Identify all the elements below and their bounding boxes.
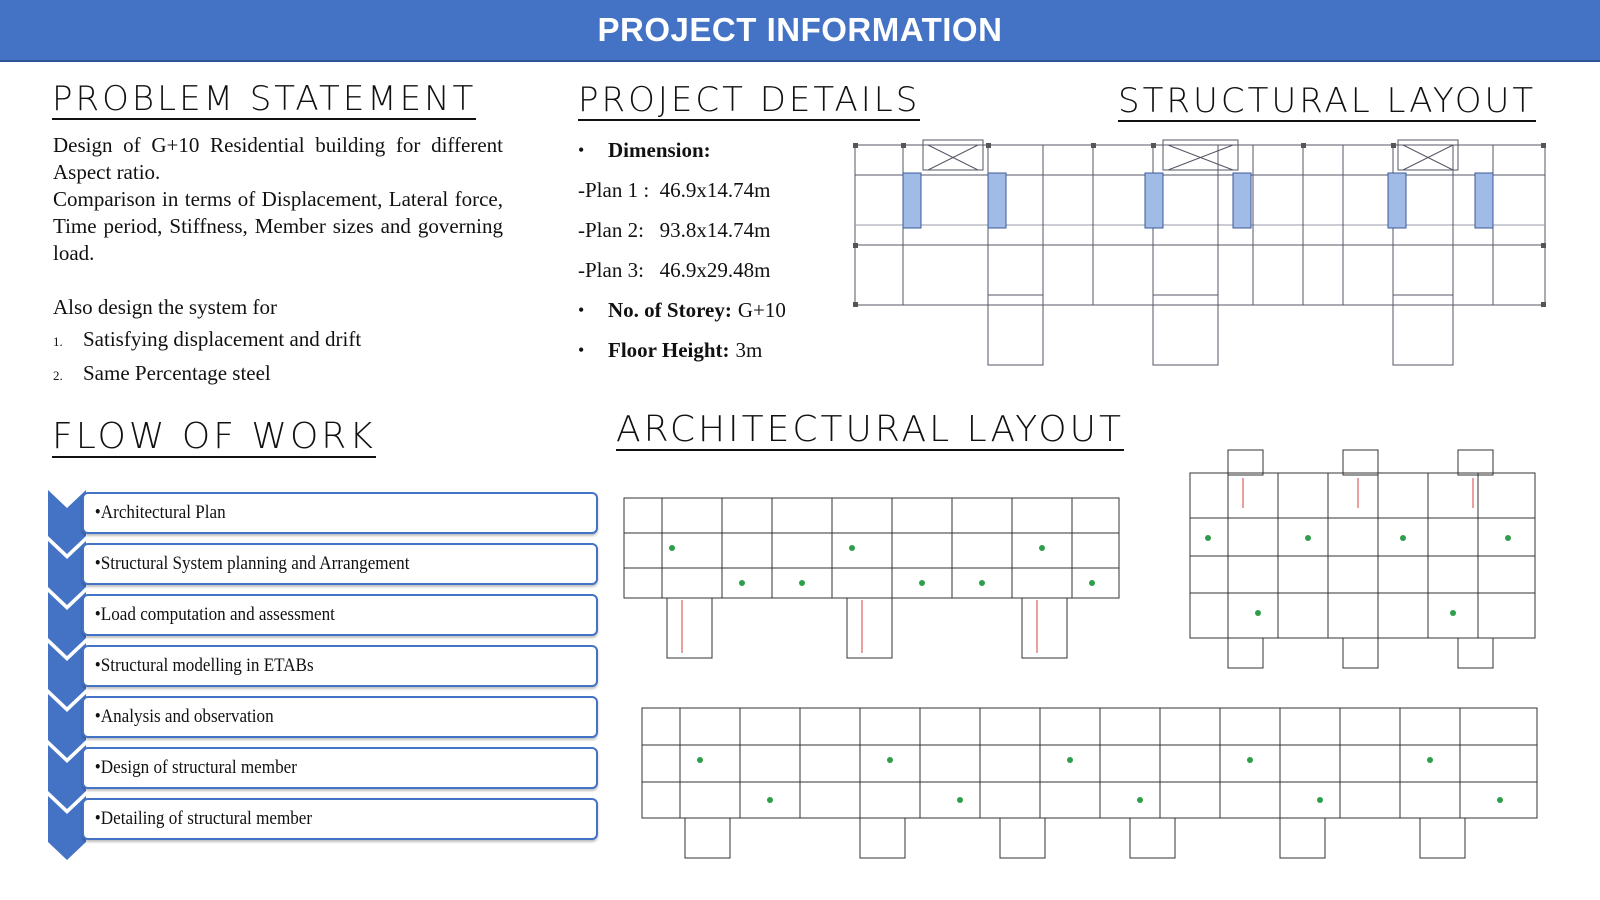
chevron-down-icon bbox=[48, 745, 86, 809]
flow-step-label: •Design of structural member bbox=[94, 757, 297, 778]
floor-height-row: • Floor Height: 3m bbox=[578, 330, 878, 370]
problem-paragraph-2: Comparison in terms of Displacement, Lat… bbox=[53, 187, 503, 265]
plan-3-row: -Plan 3: 46.9x29.48m bbox=[578, 257, 771, 282]
flow-step-label: •Load computation and assessment bbox=[94, 604, 335, 625]
list-item: 1. Satisfying displacement and drift bbox=[53, 327, 503, 361]
structural-layout-drawing bbox=[853, 139, 1546, 366]
architectural-plan-2-drawing bbox=[641, 707, 1538, 859]
project-details-heading: PROJECT DETAILS bbox=[578, 80, 921, 121]
flow-step-label: •Detailing of structural member bbox=[94, 808, 313, 829]
problem-also-text: Also design the system for bbox=[53, 295, 277, 319]
list-text: Satisfying displacement and drift bbox=[83, 327, 362, 351]
problem-statement-heading: PROBLEM STATEMENT bbox=[52, 79, 477, 120]
flow-step-label: •Analysis and observation bbox=[94, 706, 274, 727]
plan-1-row: -Plan 1 : 46.9x14.74m bbox=[578, 177, 771, 202]
floor-height-value: 3m bbox=[735, 337, 763, 362]
architectural-layout-heading: ARCHITECTURAL LAYOUT bbox=[616, 409, 1124, 451]
problem-paragraph-1: Design of G+10 Residential building for … bbox=[53, 133, 503, 184]
floor-height-label: Floor Height: bbox=[608, 337, 730, 362]
bullet: • bbox=[578, 299, 585, 320]
bullet: • bbox=[578, 339, 585, 360]
problem-statement-text: Design of G+10 Residential building for … bbox=[53, 132, 503, 321]
flow-step-label: •Architectural Plan bbox=[94, 502, 226, 523]
chevron-down-icon bbox=[48, 694, 86, 758]
flow-step-6: •Design of structural member bbox=[82, 747, 598, 789]
flow-of-work-chart: •Architectural Plan •Structural System p… bbox=[48, 490, 598, 860]
flow-step-label: •Structural modelling in ETABs bbox=[94, 655, 314, 676]
flow-step-1: •Architectural Plan bbox=[82, 492, 598, 534]
list-item: 2. Same Percentage steel bbox=[53, 361, 503, 395]
chevron-down-icon bbox=[48, 643, 86, 707]
structural-layout-heading: STRUCTURAL LAYOUT bbox=[1118, 81, 1537, 122]
chevron-down-icon bbox=[48, 490, 86, 554]
architectural-plan-1-drawing bbox=[623, 497, 1120, 659]
page-title: PROJECT INFORMATION bbox=[597, 11, 1003, 48]
project-details-list: • Dimension: -Plan 1 : 46.9x14.74m -Plan… bbox=[578, 130, 878, 370]
flow-of-work-heading: FLOW OF WORK bbox=[52, 416, 376, 458]
chevron-down-icon bbox=[48, 592, 86, 656]
dimension-label: Dimension: bbox=[608, 137, 711, 162]
plan-2-row: -Plan 2: 93.8x14.74m bbox=[578, 217, 771, 242]
flow-step-7: •Detailing of structural member bbox=[82, 798, 598, 840]
chevron-down-icon bbox=[48, 796, 86, 860]
bullet: • bbox=[578, 139, 585, 160]
flow-step-label: •Structural System planning and Arrangem… bbox=[94, 553, 410, 574]
storey-row: • No. of Storey: G+10 bbox=[578, 290, 878, 330]
chevron-down-icon bbox=[48, 541, 86, 605]
architectural-plan-3-drawing bbox=[1189, 449, 1536, 669]
dimension-row: • Dimension: bbox=[578, 130, 878, 170]
list-number: 1. bbox=[53, 334, 63, 349]
flow-step-5: •Analysis and observation bbox=[82, 696, 598, 738]
flow-step-3: •Load computation and assessment bbox=[82, 594, 598, 636]
flow-step-4: •Structural modelling in ETABs bbox=[82, 645, 598, 687]
list-text: Same Percentage steel bbox=[83, 361, 271, 385]
title-banner: PROJECT INFORMATION bbox=[0, 0, 1600, 62]
list-number: 2. bbox=[53, 368, 63, 383]
problem-requirements-list: 1. Satisfying displacement and drift 2. … bbox=[53, 327, 503, 395]
storey-label: No. of Storey: bbox=[608, 297, 732, 322]
flow-step-2: •Structural System planning and Arrangem… bbox=[82, 543, 598, 585]
storey-value: G+10 bbox=[737, 297, 786, 322]
